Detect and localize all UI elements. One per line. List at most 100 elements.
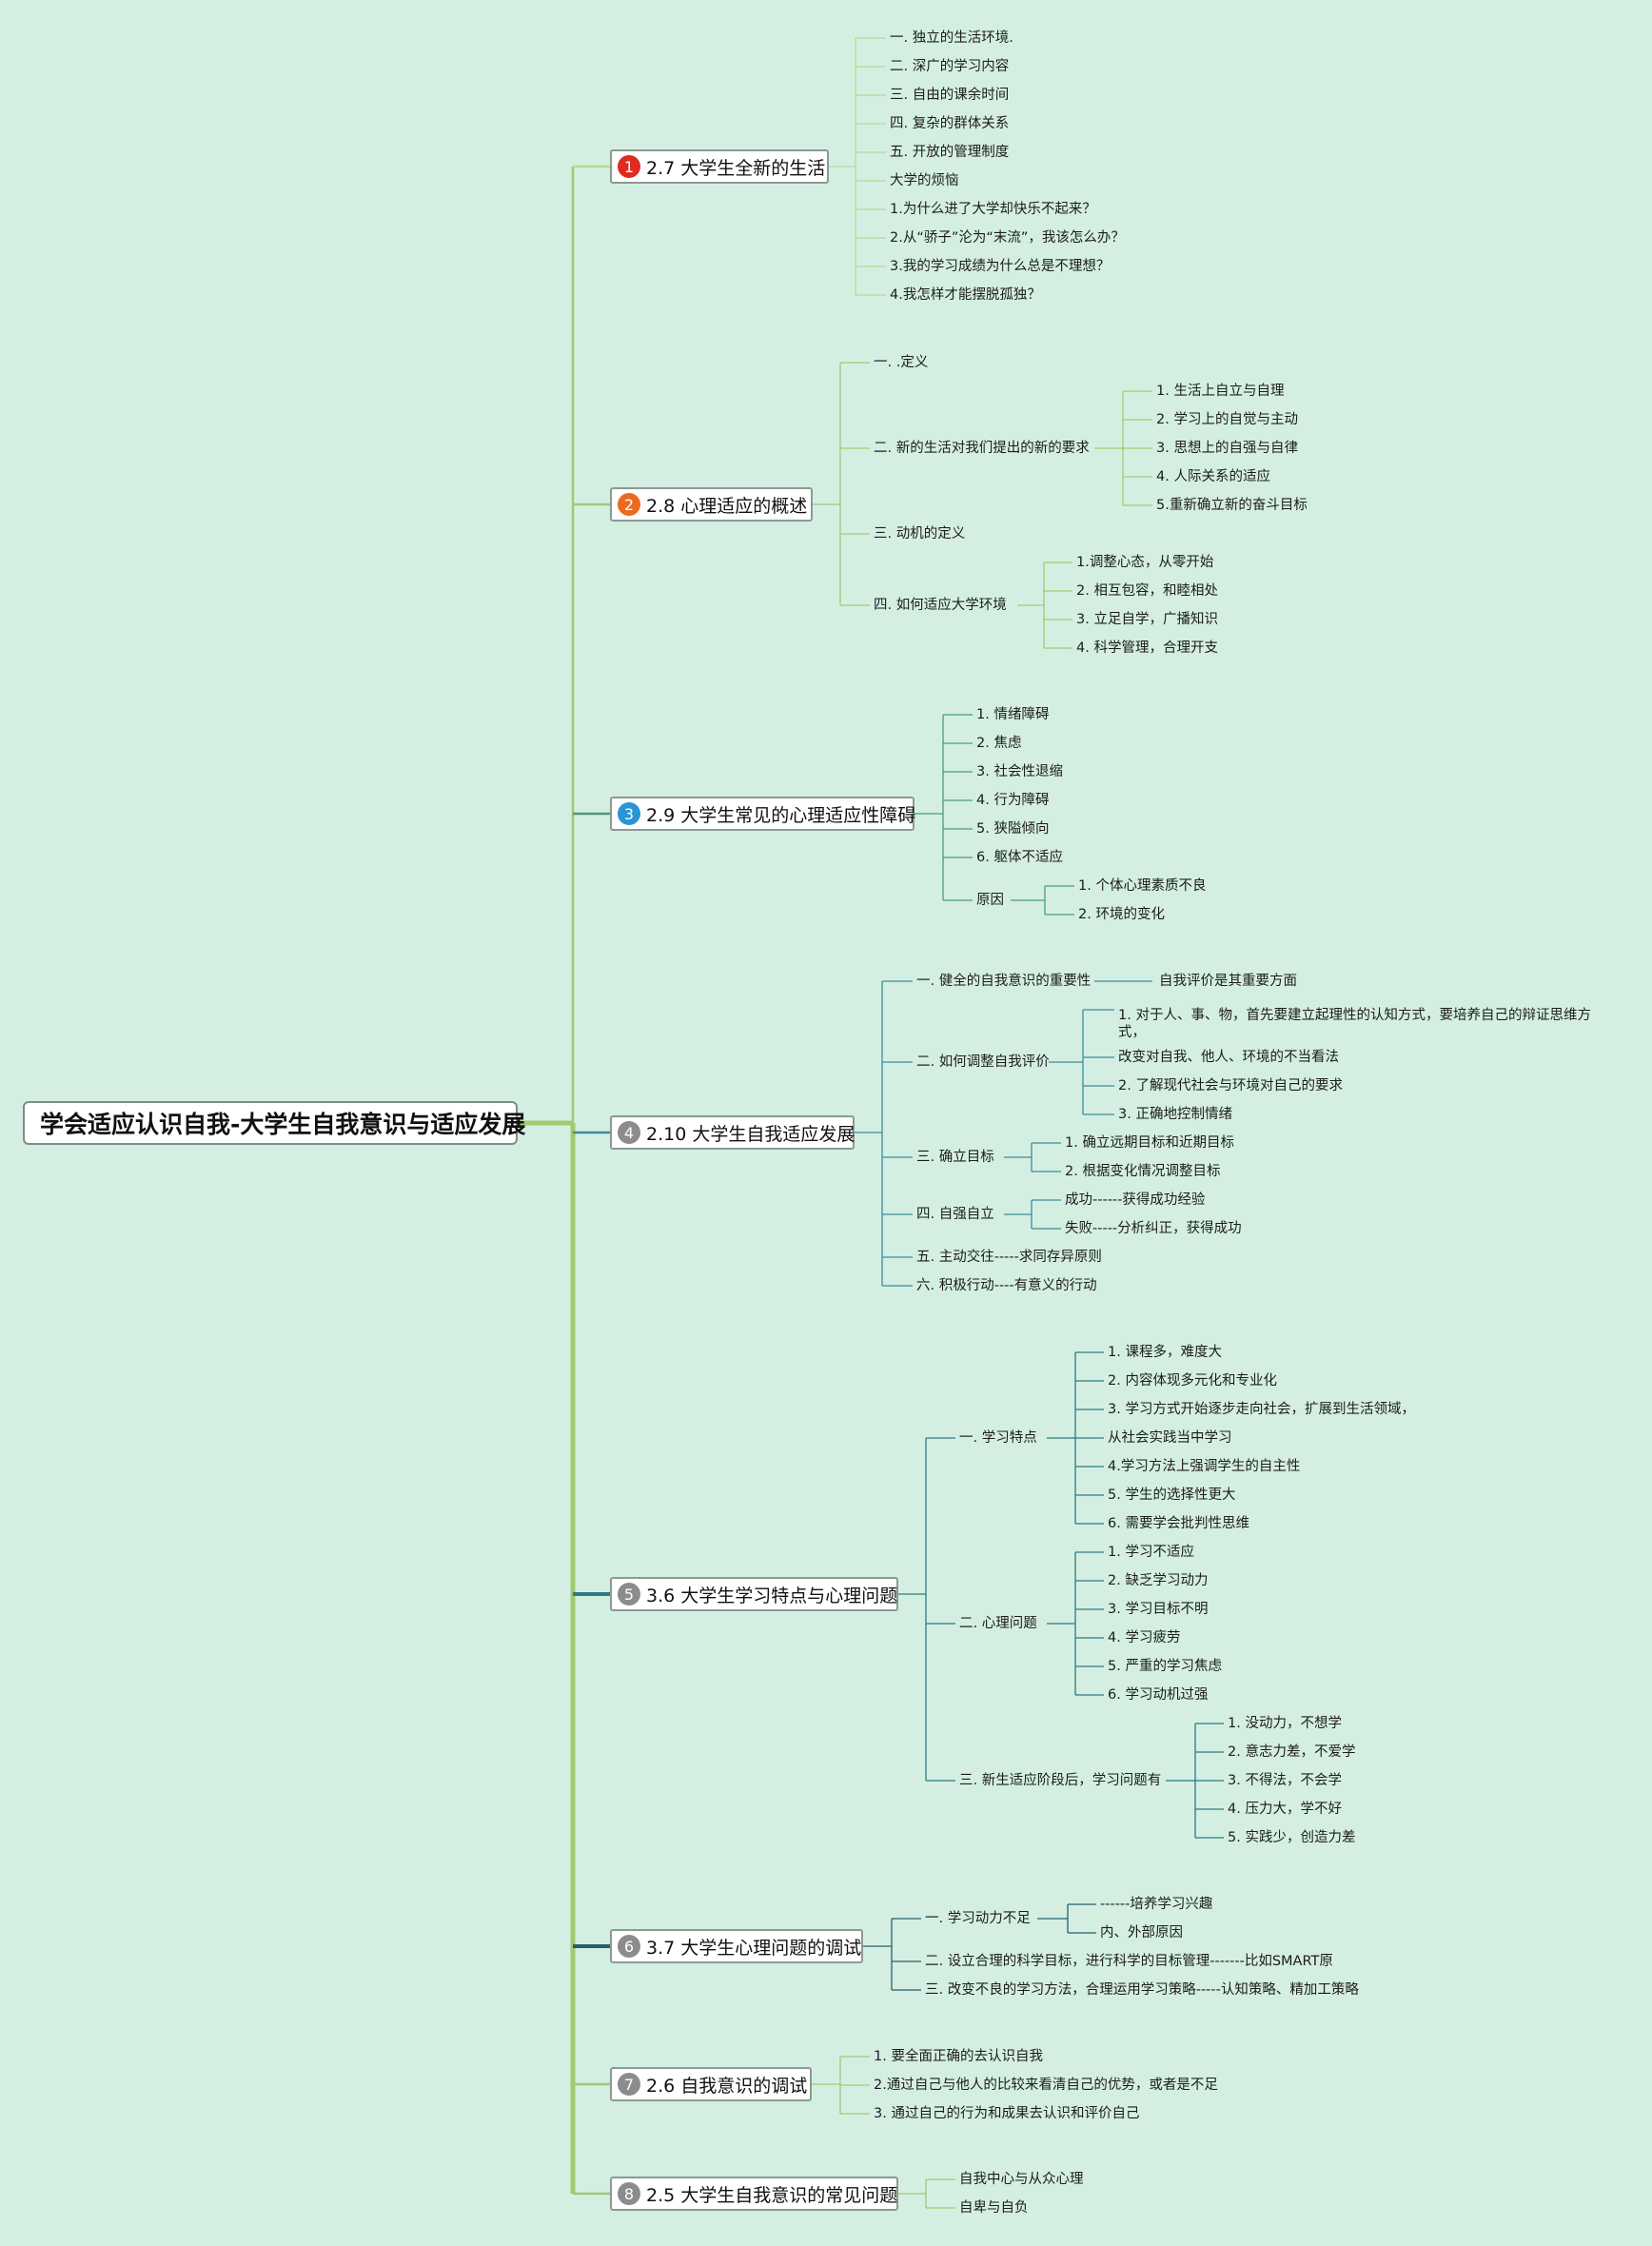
b7-item-1[interactable]: 1. 要全面正确的去认识自我 <box>874 2049 1043 2064</box>
b5-prob-item-2[interactable]: 2. 缺乏学习动力 <box>1108 1573 1209 1588</box>
b2-req-item-1[interactable]: 1. 生活上自立与自理 <box>1156 384 1285 399</box>
b5-item-3[interactable]: 三. 新生适应阶段后，学习问题有 <box>959 1773 1162 1788</box>
b7-item-2[interactable]: 2.通过自己与他人的比较来看清自己的优势，或者是不足 <box>874 2078 1218 2093</box>
b6-drive-item-1[interactable]: ------培养学习兴趣 <box>1100 1897 1213 1912</box>
b4-goal-item-2[interactable]: 2. 根据变化情况调整目标 <box>1065 1164 1221 1179</box>
branch-8-topic[interactable]: 8 2.5 大学生自我意识的常见问题 <box>610 2177 898 2211</box>
b4-item-6[interactable]: 六. 积极行动----有意义的行动 <box>916 1278 1097 1293</box>
b2-item-1[interactable]: 一. .定义 <box>874 355 929 370</box>
b4-eval-item-1-line1: 1. 对于人、事、物，首先要建立起理性的认知方式，要培养自己的辩证思维方 <box>1118 1008 1591 1023</box>
b4-item-1[interactable]: 一. 健全的自我意识的重要性 <box>916 974 1092 989</box>
b7-item-3[interactable]: 3. 通过自己的行为和成果去认识和评价自己 <box>874 2106 1140 2121</box>
b3-cause-item-1[interactable]: 1. 个体心理素质不良 <box>1078 878 1207 894</box>
b8-item-2[interactable]: 自卑与自负 <box>959 2200 1029 2216</box>
b2-item-2[interactable]: 二. 新的生活对我们提出的新的要求 <box>874 441 1090 456</box>
b1-item-8[interactable]: 2.从“骄子”沦为“末流”，我该怎么办？ <box>890 230 1125 246</box>
b4-eval-item-1-line2: 式， <box>1118 1025 1146 1040</box>
b5-item-2[interactable]: 二. 心理问题 <box>959 1616 1037 1631</box>
b1-item-5[interactable]: 五. 开放的管理制度 <box>890 145 1010 160</box>
branch-4-label: 2.10 大学生自我适应发展 <box>646 1123 856 1145</box>
b4-item-5[interactable]: 五. 主动交往-----求同存异原则 <box>916 1250 1102 1265</box>
badge-6-icon: 6 <box>618 1935 640 1958</box>
b6-drive-item-2[interactable]: 内、外部原因 <box>1100 1925 1183 1941</box>
b1-item-4[interactable]: 四. 复杂的群体关系 <box>890 116 1010 131</box>
branch-7-topic[interactable]: 7 2.6 自我意识的调试 <box>610 2067 812 2101</box>
b4-eval-item-4[interactable]: 3. 正确地控制情绪 <box>1118 1107 1232 1122</box>
b3-cause-item-2[interactable]: 2. 环境的变化 <box>1078 907 1165 922</box>
b5-stage-item-1[interactable]: 1. 没动力，不想学 <box>1228 1716 1342 1731</box>
b4-eval-item-3[interactable]: 2. 了解现代社会与环境对自己的要求 <box>1118 1078 1343 1093</box>
b4-item-4[interactable]: 四. 自强自立 <box>916 1207 994 1222</box>
b3-item-3[interactable]: 3. 社会性退缩 <box>976 764 1063 779</box>
b5-stage-item-5[interactable]: 5. 实践少，创造力差 <box>1228 1830 1356 1845</box>
b4-eval-item-1[interactable]: 1. 对于人、事、物，首先要建立起理性的认知方式，要培养自己的辩证思维方式， <box>1118 1007 1591 1041</box>
b2-adapt-item-1[interactable]: 1.调整心态，从零开始 <box>1076 555 1214 570</box>
b8-item-1[interactable]: 自我中心与从众心理 <box>959 2172 1084 2187</box>
branch-3-label: 2.9 大学生常见的心理适应性障碍 <box>646 804 916 826</box>
b4-goal-item-1[interactable]: 1. 确立远期目标和近期目标 <box>1065 1135 1234 1151</box>
b5-feat-item-6[interactable]: 5. 学生的选择性更大 <box>1108 1487 1236 1503</box>
b4-importance-item-1[interactable]: 自我评价是其重要方面 <box>1159 974 1297 989</box>
b1-item-2[interactable]: 二. 深广的学习内容 <box>890 59 1010 74</box>
b6-item-2[interactable]: 二. 设立合理的科学目标，进行科学的目标管理-------比如SMART原 <box>925 1954 1333 1969</box>
b2-req-item-3[interactable]: 3. 思想上的自强与自律 <box>1156 441 1298 456</box>
b3-item-7[interactable]: 原因 <box>976 893 1004 908</box>
b5-item-1[interactable]: 一. 学习特点 <box>959 1430 1037 1446</box>
b3-item-6[interactable]: 6. 躯体不适应 <box>976 850 1063 865</box>
b2-req-item-4[interactable]: 4. 人际关系的适应 <box>1156 469 1270 484</box>
branch-8-label: 2.5 大学生自我意识的常见问题 <box>646 2184 898 2206</box>
b5-feat-item-2[interactable]: 2. 内容体现多元化和专业化 <box>1108 1373 1277 1389</box>
b5-feat-item-5[interactable]: 4.学习方法上强调学生的自主性 <box>1108 1459 1301 1474</box>
b3-item-1[interactable]: 1. 情绪障碍 <box>976 707 1050 722</box>
b5-prob-item-6[interactable]: 6. 学习动机过强 <box>1108 1687 1209 1703</box>
branch-4-topic[interactable]: 4 2.10 大学生自我适应发展 <box>610 1115 855 1150</box>
b5-prob-item-3[interactable]: 3. 学习目标不明 <box>1108 1602 1209 1617</box>
b5-stage-item-4[interactable]: 4. 压力大，学不好 <box>1228 1802 1342 1817</box>
b5-stage-item-3[interactable]: 3. 不得法，不会学 <box>1228 1773 1342 1788</box>
b5-prob-item-4[interactable]: 4. 学习疲劳 <box>1108 1630 1181 1645</box>
branch-1-topic[interactable]: 1 2.7 大学生全新的生活 <box>610 149 829 184</box>
b1-item-9[interactable]: 3.我的学习成绩为什么总是不理想？ <box>890 259 1111 274</box>
b3-item-2[interactable]: 2. 焦虑 <box>976 736 1022 751</box>
b2-req-item-5[interactable]: 5.重新确立新的奋斗目标 <box>1156 498 1308 513</box>
root-topic-label: 学会适应认识自我-大学生自我意识与适应发展 <box>40 1111 526 1138</box>
b1-item-6[interactable]: 大学的烦恼 <box>890 173 959 188</box>
b5-feat-item-3[interactable]: 3. 学习方式开始逐步走向社会，扩展到生活领域， <box>1108 1402 1415 1417</box>
branch-6-label: 3.7 大学生心理问题的调试 <box>646 1937 862 1959</box>
b1-item-3[interactable]: 三. 自由的课余时间 <box>890 88 1010 103</box>
b4-item-2[interactable]: 二. 如何调整自我评价 <box>916 1054 1050 1070</box>
b2-item-4[interactable]: 四. 如何适应大学环境 <box>874 598 1007 613</box>
b3-item-4[interactable]: 4. 行为障碍 <box>976 793 1050 808</box>
badge-7-icon: 7 <box>618 2073 640 2096</box>
branch-6-topic[interactable]: 6 3.7 大学生心理问题的调试 <box>610 1929 863 1963</box>
badge-8-icon: 8 <box>618 2182 640 2205</box>
b6-item-1[interactable]: 一. 学习动力不足 <box>925 1911 1031 1926</box>
b5-stage-item-2[interactable]: 2. 意志力差，不爱学 <box>1228 1744 1356 1760</box>
b4-eval-item-2[interactable]: 改变对自我、他人、环境的不当看法 <box>1118 1050 1339 1065</box>
b6-item-3[interactable]: 三. 改变不良的学习方法，合理运用学习策略-----认知策略、精加工策略 <box>925 1982 1359 1998</box>
b5-feat-item-1[interactable]: 1. 课程多，难度大 <box>1108 1345 1222 1360</box>
b4-item-3[interactable]: 三. 确立目标 <box>916 1150 994 1165</box>
b2-req-item-2[interactable]: 2. 学习上的自觉与主动 <box>1156 412 1298 427</box>
b5-feat-item-7[interactable]: 6. 需要学会批判性思维 <box>1108 1516 1249 1531</box>
b4-self-item-1[interactable]: 成功------获得成功经验 <box>1065 1192 1206 1208</box>
b5-prob-item-5[interactable]: 5. 严重的学习焦虑 <box>1108 1659 1222 1674</box>
b1-item-1[interactable]: 一. 独立的生活环境. <box>890 30 1013 46</box>
b2-item-3[interactable]: 三. 动机的定义 <box>874 526 966 542</box>
b5-prob-item-1[interactable]: 1. 学习不适应 <box>1108 1545 1194 1560</box>
b5-feat-item-4[interactable]: 从社会实践当中学习 <box>1108 1430 1232 1446</box>
b1-item-7[interactable]: 1.为什么进了大学却快乐不起来？ <box>890 202 1096 217</box>
b3-item-5[interactable]: 5. 狭隘倾向 <box>976 821 1050 837</box>
branch-1-label: 2.7 大学生全新的生活 <box>646 157 826 179</box>
branch-2-topic[interactable]: 2 2.8 心理适应的概述 <box>610 487 813 522</box>
b4-self-item-2[interactable]: 失败-----分析纠正，获得成功 <box>1065 1221 1242 1236</box>
branch-3-topic[interactable]: 3 2.9 大学生常见的心理适应性障碍 <box>610 797 916 831</box>
b2-adapt-item-4[interactable]: 4. 科学管理，合理开支 <box>1076 640 1218 656</box>
root-topic[interactable]: 学会适应认识自我-大学生自我意识与适应发展 <box>23 1101 525 1145</box>
badge-5-icon: 5 <box>618 1583 640 1606</box>
b2-adapt-item-2[interactable]: 2. 相互包容，和睦相处 <box>1076 583 1218 599</box>
b1-item-10[interactable]: 4.我怎样才能摆脱孤独？ <box>890 287 1041 303</box>
b2-adapt-item-3[interactable]: 3. 立足自学，广播知识 <box>1076 612 1218 627</box>
branch-5-topic[interactable]: 5 3.6 大学生学习特点与心理问题 <box>610 1577 898 1611</box>
